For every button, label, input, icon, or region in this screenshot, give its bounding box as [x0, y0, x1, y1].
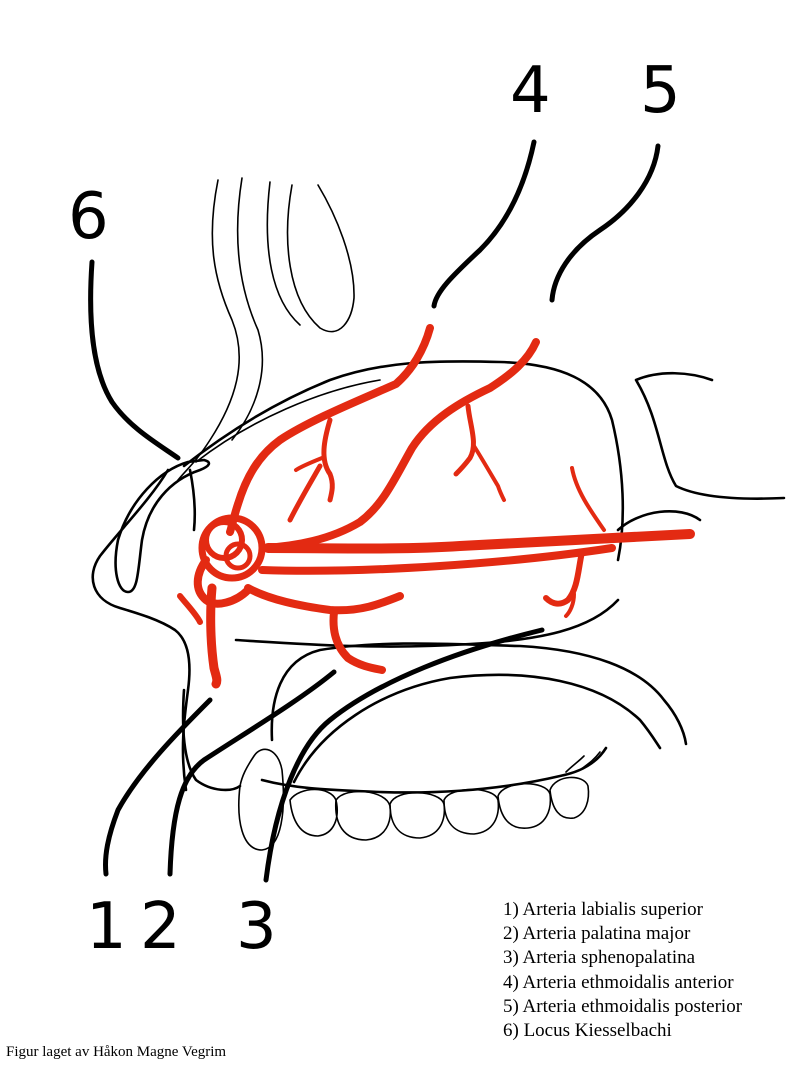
legend-item-6: 6) Locus Kiesselbachi	[503, 1020, 672, 1042]
legend-item-5: 5) Arteria ethmoidalis posterior	[503, 995, 743, 1017]
label-1: 1	[86, 890, 127, 964]
hard-palate	[270, 642, 688, 746]
arteries	[177, 324, 695, 689]
ethmoidalis-posterior-twig	[472, 444, 506, 502]
plexus-tail	[193, 556, 252, 608]
sphenopalatina-up-branch	[570, 466, 606, 532]
ethmoidalis-posterior-branch	[453, 403, 476, 477]
leader-1	[103, 697, 213, 877]
leader-6	[88, 259, 181, 461]
plexus-loop-3	[223, 541, 253, 571]
nose-profile	[91, 468, 191, 792]
upper-gum	[260, 746, 608, 794]
sphenoid-outline	[634, 371, 786, 500]
artery-ethmoidalis-posterior	[260, 338, 540, 552]
leader-2	[167, 669, 337, 877]
artery-sphenopalatina	[263, 529, 695, 554]
legend-item-4: 4) Arteria ethmoidalis anterior	[503, 971, 734, 993]
ethmoidalis-anterior-twig	[294, 456, 324, 472]
plexus-stub	[177, 593, 203, 625]
label-3: 3	[236, 890, 277, 964]
artery-ethmoidalis-anterior	[226, 324, 434, 536]
front-tooth	[238, 748, 285, 851]
label-5: 5	[640, 54, 681, 128]
leader-lines	[88, 139, 661, 883]
label-6: 6	[68, 180, 109, 254]
label-2: 2	[140, 890, 181, 964]
nasal-cavity-roof	[182, 360, 625, 562]
molar-1	[334, 790, 392, 841]
leader-4	[431, 139, 537, 309]
artery-labialis-superior	[206, 583, 222, 689]
nasal-cavity-front	[188, 468, 197, 532]
palatina-major-descending	[329, 608, 386, 674]
artery-palatina-major	[244, 584, 404, 615]
nasal-bone-line	[177, 179, 240, 481]
nasal-cavity-inner	[195, 379, 381, 463]
tooth-2	[289, 788, 338, 837]
soft-palate	[292, 673, 662, 784]
anatomy-outline	[91, 177, 786, 851]
upper-lip	[181, 688, 242, 792]
frontal-bone-line	[231, 177, 264, 441]
sphenopalatina-down-branch	[543, 549, 585, 607]
frontal-sinus-inner	[266, 181, 301, 326]
frontal-sinus-outline	[286, 184, 355, 333]
nostril-outline	[114, 458, 211, 594]
molar-5	[549, 776, 590, 819]
molar-2	[389, 792, 446, 839]
figure-credit: Figur laget av Håkon Magne Vegrim	[6, 1044, 227, 1060]
number-labels: 6 4 5 1 2 3	[68, 54, 681, 964]
leader-3	[263, 627, 545, 883]
legend-item-1: 1) Arteria labialis superior	[503, 899, 703, 920]
legend-item-3: 3) Arteria sphenopalatina	[503, 947, 696, 969]
sphenopalatina-lower	[258, 544, 616, 575]
ethmoidalis-posterior-link	[287, 463, 323, 523]
leader-5	[549, 143, 661, 303]
sphenopalatina-down-twig	[564, 592, 576, 618]
molar-3	[443, 788, 500, 835]
label-4: 4	[510, 54, 551, 128]
ethmoidalis-anterior-branch	[321, 417, 335, 503]
legend: 1) Arteria labialis superior 2) Arteria …	[503, 898, 742, 1043]
kiesselbach-plexus	[177, 514, 266, 625]
nasopharynx-outline	[616, 509, 702, 532]
legend-item-2: 2) Arteria palatina major	[503, 923, 691, 945]
molar-4	[497, 783, 552, 829]
